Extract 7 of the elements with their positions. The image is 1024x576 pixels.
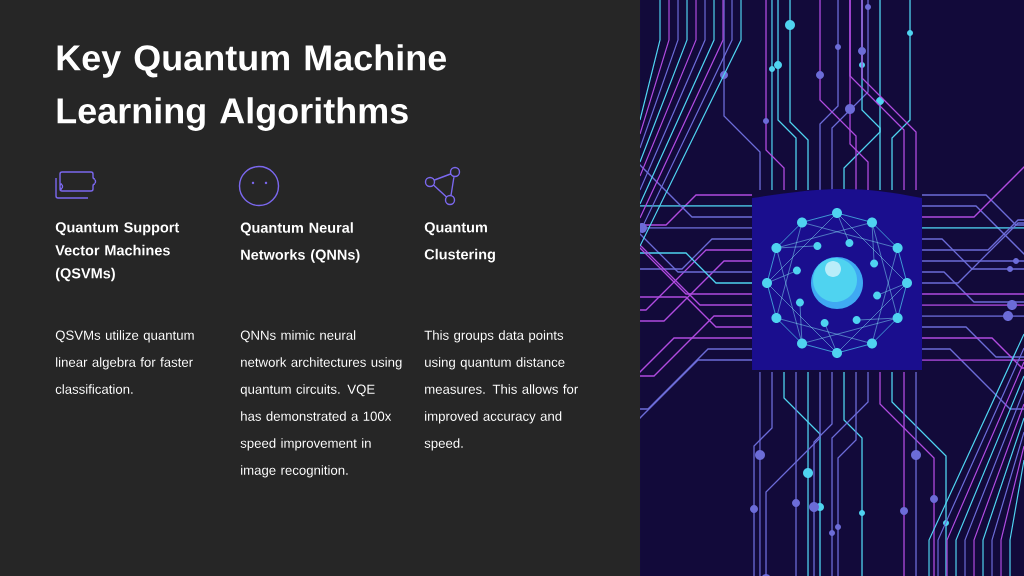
column-heading: Quantum Clustering xyxy=(424,222,495,263)
column-text: This groups data points using quantum distance measures. This allows for improved accuracy and speed. xyxy=(424,330,578,451)
slide-title: Key Quantum Machine Learning Algorithms xyxy=(57,44,446,131)
column-heading: Quantum Support Vector Machines (QSVMs) xyxy=(55,222,180,282)
column-heading: Quantum Neural Networks (QNNs) xyxy=(240,222,360,263)
column-text: QSVMs utilize quantum linear algebra for faster classification. xyxy=(55,330,194,394)
column-text: QNNs mimic neural network architectures using quantum circuits. VQE has demonstrated a 100x speed improvement in image recognition. xyxy=(240,330,402,478)
